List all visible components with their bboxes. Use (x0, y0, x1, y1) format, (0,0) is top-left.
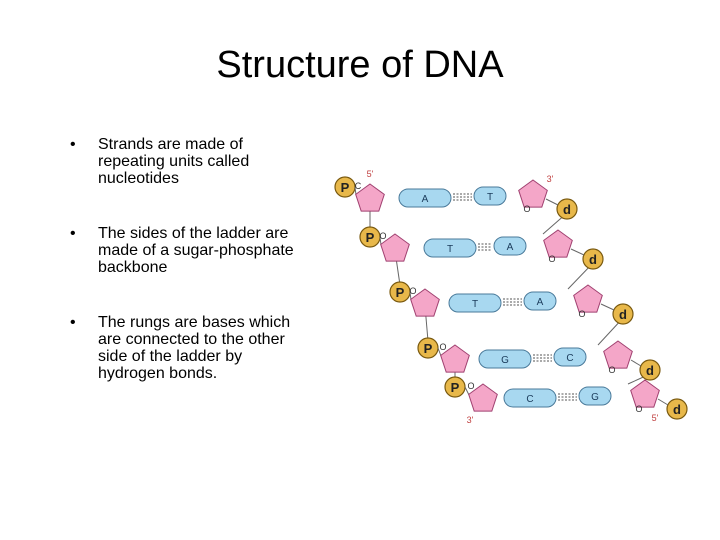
sugar-atom-label: O (608, 365, 615, 375)
end-label-5prime: 5' (652, 413, 659, 423)
base-right-label: A (537, 297, 544, 308)
base-right-label: G (591, 392, 599, 403)
phosphate-group-label: P (424, 341, 433, 356)
deoxyribose-tag-circle (582, 248, 604, 270)
phosphate-group-label: P (366, 230, 375, 245)
base-right (553, 347, 587, 367)
bullet-item: • Strands are made of repeating units ca… (70, 136, 300, 187)
left-sugar-pentagon (380, 233, 410, 262)
base-right (473, 186, 507, 206)
base-right-label: C (566, 353, 573, 364)
bullet-dot-icon: • (70, 314, 76, 331)
deoxyribose-tag-label: d (646, 363, 654, 378)
sugar-atom-label: O (523, 204, 530, 214)
phosphate-link (409, 291, 412, 301)
right-sugar-pentagon (573, 284, 603, 313)
base-right (578, 386, 612, 406)
sugar-atom-label: O (439, 342, 446, 352)
right-sugar-pentagon (543, 229, 573, 258)
right-sugar-pentagon (603, 340, 633, 369)
deoxyribose-tag-circle (666, 398, 688, 420)
bullet-item: • The rungs are bases which are connecte… (70, 314, 300, 382)
base-left (398, 188, 452, 208)
phosphate-link (464, 386, 470, 396)
phosphate-link (354, 186, 357, 196)
deoxyribose-tag-label: d (589, 252, 597, 267)
base-left (448, 293, 502, 313)
base-left-label: A (422, 194, 429, 205)
deoxyribose-tag-circle (556, 198, 578, 220)
right-sugar-pentagon (630, 379, 660, 408)
deoxyribose-link (630, 359, 642, 367)
phosphate-link (379, 236, 382, 246)
sugar-atom-label: O (409, 286, 416, 296)
end-label-3prime: 3' (547, 174, 554, 184)
bullet-text: The rungs are bases which are connected … (98, 314, 291, 382)
deoxyribose-tag-circle (639, 359, 661, 381)
end-label-5prime: 5' (367, 169, 374, 179)
base-left-label: T (472, 299, 478, 310)
phosphate-group-label: P (451, 380, 460, 395)
sugar-atom-label: O (467, 381, 474, 391)
base-left (503, 388, 557, 408)
deoxyribose-link (570, 248, 585, 256)
base-right-label: T (487, 192, 493, 203)
base-right-label: A (507, 242, 514, 253)
bullet-list: • Strands are made of repeating units ca… (70, 136, 300, 420)
phosphate-group-label: P (396, 285, 405, 300)
base-left-label: T (447, 244, 453, 255)
bullet-dot-icon: • (70, 136, 76, 153)
left-sugar-pentagon (355, 183, 385, 212)
sugar-atom-label: O (635, 404, 642, 414)
bullet-text: Strands are made of repeating units call… (98, 136, 250, 187)
deoxyribose-link (600, 303, 615, 311)
base-left (423, 238, 477, 258)
bullet-item: • The sides of the ladder are made of a … (70, 225, 300, 276)
bullet-dot-icon: • (70, 225, 76, 242)
sugar-atom-label: C (355, 181, 362, 191)
base-right (523, 291, 557, 311)
base-left-label: C (526, 394, 533, 405)
base-right (493, 236, 527, 256)
sugar-atom-label: O (379, 231, 386, 241)
phosphate-group-label: P (341, 180, 350, 195)
deoxyribose-link (545, 198, 559, 206)
end-label-3prime: 3' (467, 415, 474, 425)
sugar-atom-label: O (578, 309, 585, 319)
sugar-atom-label: O (548, 254, 555, 264)
right-sugar-pentagon (518, 179, 548, 208)
left-sugar-pentagon (410, 288, 440, 317)
base-left (478, 349, 532, 369)
deoxyribose-tag-circle (612, 303, 634, 325)
deoxyribose-link (657, 398, 669, 406)
bullet-text: The sides of the ladder are made of a su… (98, 225, 294, 276)
deoxyribose-tag-label: d (563, 202, 571, 217)
deoxyribose-tag-label: d (619, 307, 627, 322)
phosphate-link (437, 347, 442, 357)
left-sugar-pentagon (440, 344, 470, 373)
left-sugar-pentagon (468, 383, 498, 412)
slide-title: Structure of DNA (216, 44, 504, 86)
deoxyribose-tag-label: d (673, 402, 681, 417)
base-left-label: G (501, 355, 509, 366)
